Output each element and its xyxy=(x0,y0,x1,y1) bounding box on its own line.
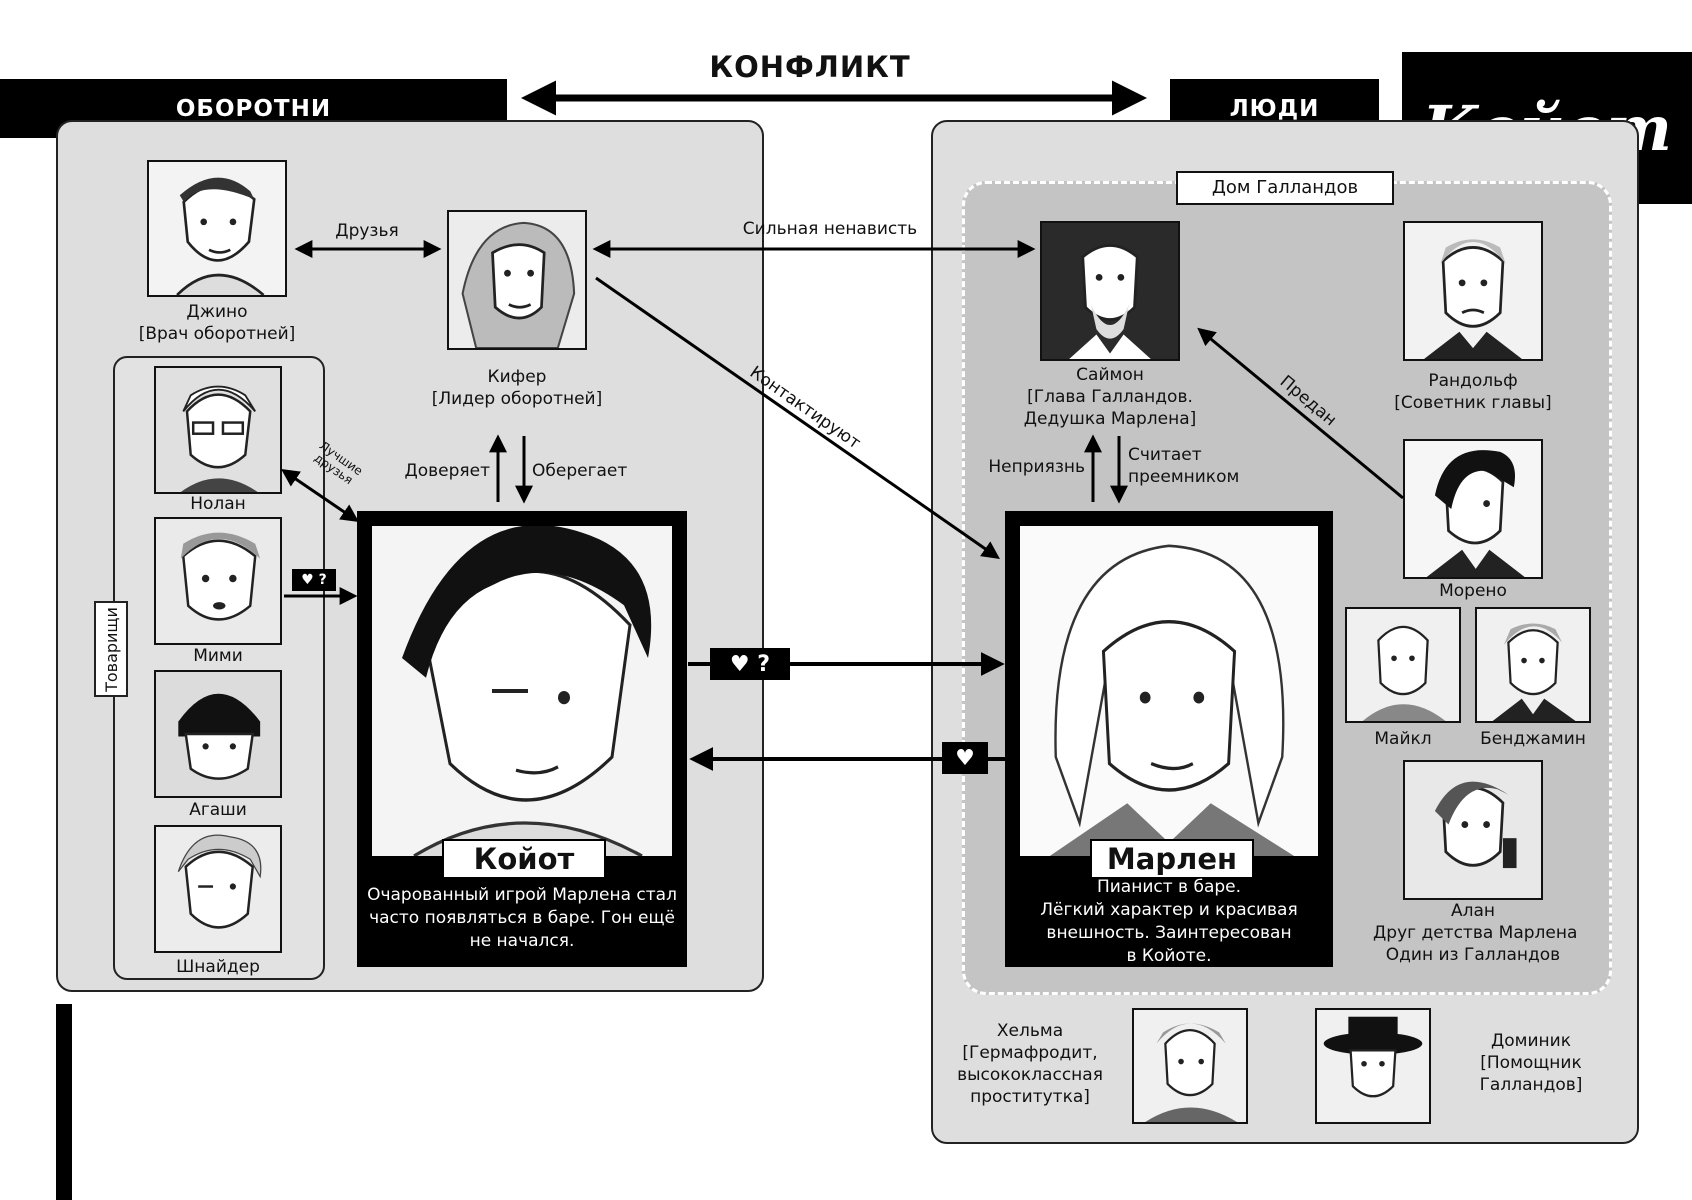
mimi-name: Мими xyxy=(193,646,243,666)
marlene-desc-line: Пианист в баре. xyxy=(1096,877,1242,897)
helma-role-line: проститутка] xyxy=(970,1087,1090,1107)
page-edge-bar xyxy=(56,1004,72,1200)
coyote-desc-line: Очарованный игрой Марлена стал xyxy=(367,885,677,905)
simon-face-icon xyxy=(1042,223,1178,359)
friends-label: Друзья xyxy=(335,221,399,241)
schneider-face-icon xyxy=(156,827,280,951)
moreno-name: Морено xyxy=(1439,581,1507,601)
gallandi-house-label: Дом Галландов xyxy=(1176,171,1394,205)
gino-role: [Врач оборотней] xyxy=(138,324,296,344)
coyote-desc: Очарованный игрой Марлена стал часто поя… xyxy=(366,884,678,953)
successor-label: Считает преемником xyxy=(1128,444,1258,488)
mimi-face-icon xyxy=(156,519,280,643)
helma-role-line: высококлассная xyxy=(957,1065,1103,1085)
schneider-name: Шнайдер xyxy=(176,957,260,977)
marlene-desc-line: в Койоте. xyxy=(1126,946,1212,966)
dominic-role-line: [Помощник xyxy=(1480,1053,1582,1073)
helma-face-icon xyxy=(1134,1010,1246,1122)
alan-role-line: Один из Галландов xyxy=(1385,945,1561,965)
moreno-portrait xyxy=(1403,439,1543,579)
trusts-label: Доверяет xyxy=(404,461,490,481)
nolan-portrait xyxy=(154,366,282,494)
gino-label: Джино [Врач оборотней] xyxy=(127,301,307,345)
randolph-label: Рандольф [Советник главы] xyxy=(1383,370,1563,414)
alan-label: Алан Друг детства Марлена Один из Галлан… xyxy=(1373,900,1578,966)
kifer-portrait xyxy=(447,210,587,350)
coyote-card: Койот Очарованный игрой Марлена стал час… xyxy=(357,511,687,967)
agashi-name: Агаши xyxy=(189,800,247,820)
dominic-portrait xyxy=(1315,1008,1431,1124)
marlene-face-icon xyxy=(1020,526,1318,856)
marlene-desc-line: внешность. Заинтересован xyxy=(1046,923,1292,943)
helma-role-line: [Гермафродит, xyxy=(962,1043,1098,1063)
coyote-desc-line: часто появляться в баре. Гон ещё xyxy=(369,908,675,928)
successor-line: преемником xyxy=(1128,467,1240,487)
simon-name: Саймон xyxy=(1076,365,1144,385)
best-friends-arrow xyxy=(281,468,359,523)
successor-line: Считает xyxy=(1128,445,1202,465)
benjamin-portrait xyxy=(1475,607,1591,723)
alan-name: Алан xyxy=(1450,901,1496,921)
protects-label: Оберегает xyxy=(532,461,628,481)
alan-role-line: Друг детства Марлена xyxy=(1373,923,1578,943)
marlene-card: Марлен Пианист в баре. Лёгкий характер и… xyxy=(1005,511,1333,967)
dominic-role-line: Галландов] xyxy=(1479,1075,1583,1095)
helma-name: Хельма xyxy=(996,1021,1064,1041)
moreno-face-icon xyxy=(1405,441,1541,577)
gino-portrait xyxy=(147,160,287,297)
marlene-name: Марлен xyxy=(1090,839,1254,879)
betrayed-arrow xyxy=(1197,327,1404,500)
coyote-desc-line: не начался. xyxy=(469,931,575,951)
randolph-face-icon xyxy=(1405,223,1541,359)
simon-role-line: [Глава Галландов. xyxy=(1027,387,1193,407)
dominic-name: Доминик xyxy=(1491,1031,1571,1051)
coyote-portrait xyxy=(372,526,672,856)
conflict-label: КОНФЛИКТ xyxy=(709,50,911,84)
randolph-name: Рандольф xyxy=(1428,371,1518,391)
alan-portrait xyxy=(1403,760,1543,900)
marlene-portrait xyxy=(1020,526,1318,856)
coyote-heart-tag: ♥ ? xyxy=(710,648,790,680)
marlene-desc-line: Лёгкий характер и красивая xyxy=(1040,900,1298,920)
marlene-heart-tag: ♥ xyxy=(942,742,988,774)
simon-portrait xyxy=(1040,221,1180,361)
alan-face-icon xyxy=(1405,762,1541,898)
michael-portrait xyxy=(1345,607,1461,723)
gino-name: Джино xyxy=(186,302,248,322)
michael-face-icon xyxy=(1347,609,1459,721)
coyote-name: Койот xyxy=(442,839,606,879)
agashi-face-icon xyxy=(156,672,280,796)
helma-portrait xyxy=(1132,1008,1248,1124)
kifer-role: [Лидер оборотней] xyxy=(431,389,603,409)
hatred-label: Сильная ненависть xyxy=(742,219,918,239)
agashi-portrait xyxy=(154,670,282,798)
helma-label: Хельма [Гермафродит, высококлассная прос… xyxy=(955,1020,1105,1108)
dominic-label: Доминик [Помощник Галландов] xyxy=(1456,1030,1606,1096)
randolph-portrait xyxy=(1403,221,1543,361)
benjamin-name: Бенджамин xyxy=(1480,729,1586,749)
simon-label: Саймон [Глава Галландов. Дедушка Марлена… xyxy=(1010,364,1210,430)
mimi-portrait xyxy=(154,517,282,645)
kifer-label: Кифер [Лидер оборотней] xyxy=(417,366,617,410)
benjamin-face-icon xyxy=(1477,609,1589,721)
marlene-desc: Пианист в баре. Лёгкий характер и красив… xyxy=(1014,876,1324,968)
gino-face-icon xyxy=(150,162,284,295)
schneider-portrait xyxy=(154,825,282,953)
dislike-label: Неприязнь xyxy=(988,457,1085,477)
kifer-name: Кифер xyxy=(487,367,547,387)
nolan-face-icon xyxy=(156,368,280,492)
simon-role-line: Дедушка Марлена] xyxy=(1023,409,1197,429)
nolan-name: Нолан xyxy=(190,494,246,514)
dominic-face-icon xyxy=(1317,1010,1429,1122)
mimi-heart-tag: ♥ ? xyxy=(292,569,336,591)
michael-name: Майкл xyxy=(1374,729,1432,749)
comrades-label-box: Товарищи xyxy=(94,601,128,697)
randolph-role: [Советник главы] xyxy=(1394,393,1552,413)
contact-arrow xyxy=(595,276,1000,560)
kifer-face-icon xyxy=(449,212,585,348)
